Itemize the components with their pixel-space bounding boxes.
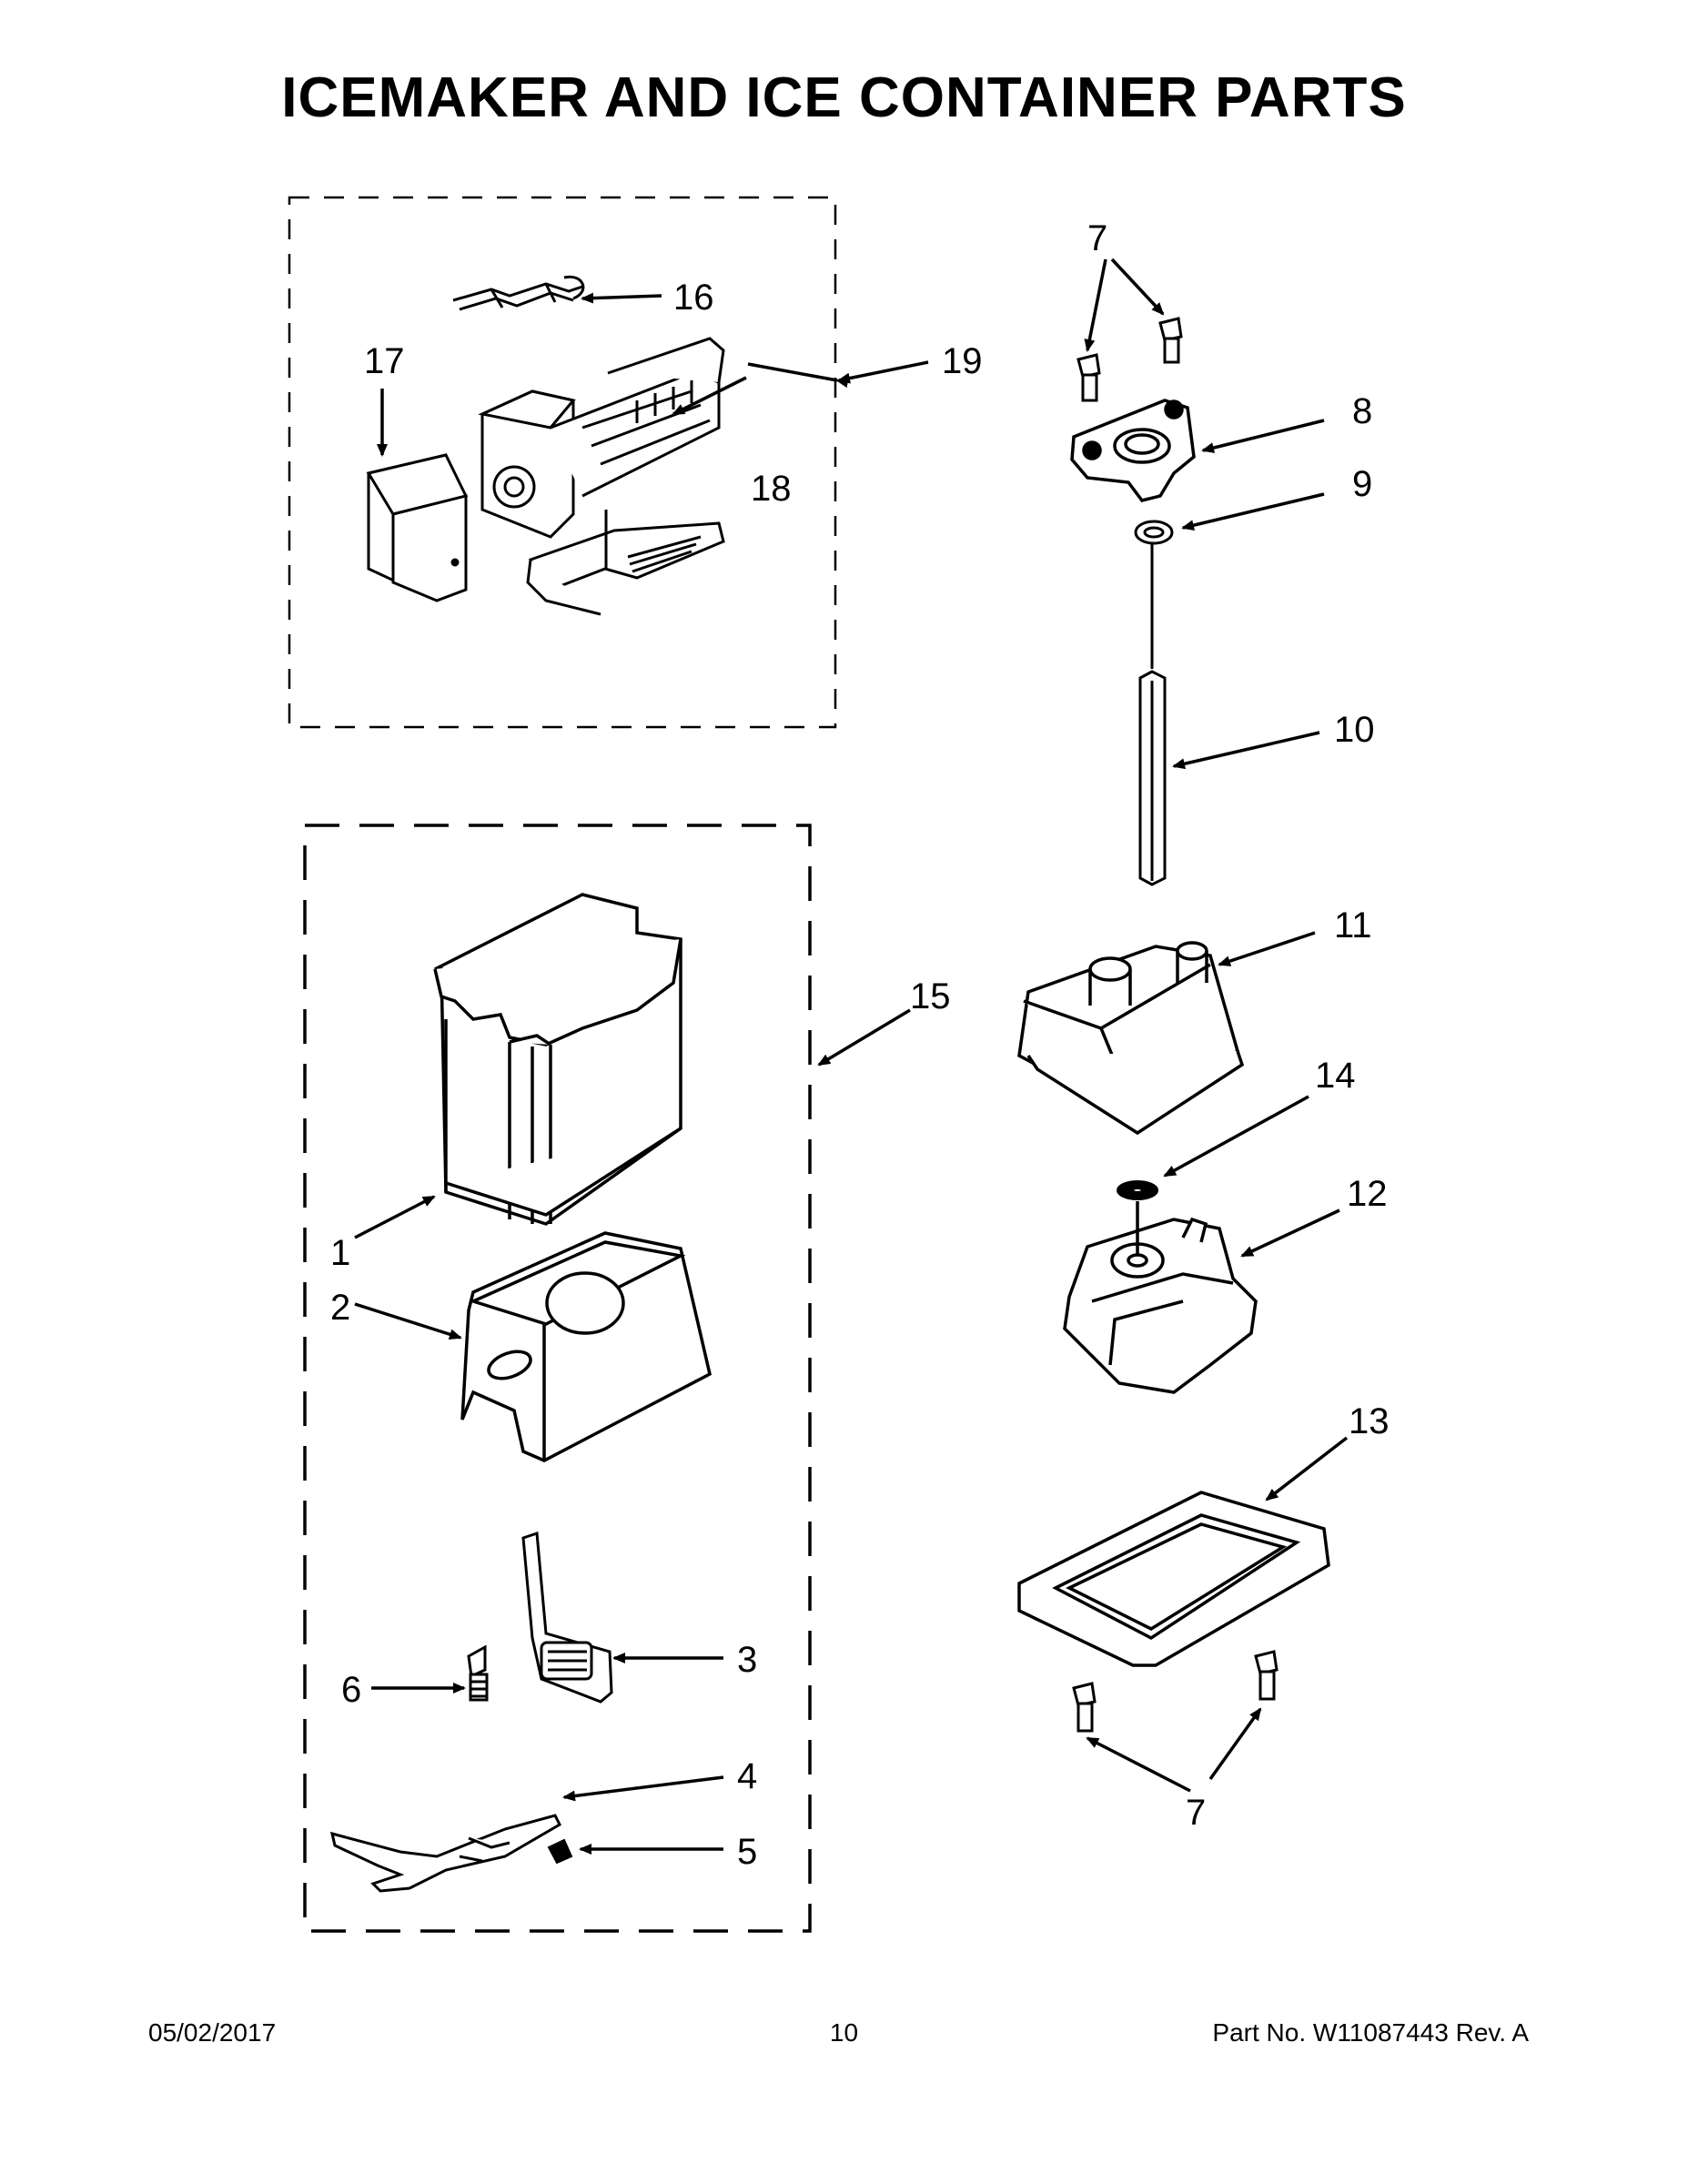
mounting-shield-part: [526, 510, 725, 616]
ice-bucket-part: [433, 893, 682, 1226]
icemaker-cover-part: [366, 453, 469, 602]
bucket-base-part: [460, 1231, 713, 1462]
callout-10: 10: [1334, 710, 1375, 750]
callout-1: 1: [330, 1233, 350, 1273]
callout-19: 19: [942, 341, 983, 381]
callout-12: 12: [1347, 1174, 1388, 1214]
shaft-part: [1138, 544, 1167, 886]
callout-4: 4: [737, 1756, 757, 1796]
callout-9: 9: [1352, 464, 1372, 504]
motor-part: [1063, 1201, 1258, 1394]
callout-2: 2: [330, 1288, 350, 1328]
small-washer-part: [1117, 1180, 1158, 1200]
deflector-part: [521, 1531, 613, 1704]
page-title: ICEMAKER AND ICE CONTAINER PARTS: [281, 66, 1407, 129]
callout-5: 5: [737, 1832, 757, 1872]
ice-container-group-box: [303, 824, 812, 1933]
footer-date: 05/02/2017: [148, 2018, 277, 2047]
callout-8: 8: [1352, 391, 1372, 431]
callout-14: 14: [1315, 1056, 1356, 1096]
callout-13: 13: [1349, 1401, 1390, 1441]
leader-arrows: [354, 258, 1349, 1855]
washer-part: [1134, 520, 1174, 545]
callout-6: 6: [341, 1670, 361, 1710]
spring-part: [547, 1838, 573, 1865]
footer-page-number: 10: [829, 2018, 859, 2047]
callout-11: 11: [1334, 905, 1372, 945]
screw-6-part: [467, 1644, 489, 1702]
lever-part: [329, 1814, 561, 1893]
icemaker-body-part: [478, 337, 725, 539]
gasket-plate-part: [1017, 1491, 1330, 1667]
callout-3: 3: [737, 1640, 757, 1680]
callout-16: 16: [673, 278, 714, 318]
motor-housing-part: [1017, 941, 1245, 1136]
callout-15: 15: [910, 976, 951, 1016]
icemaker-assembly-group-box: [288, 196, 837, 729]
bracket-plate-part: [1070, 399, 1196, 502]
callout-7-top: 7: [1087, 218, 1107, 258]
callout-18: 18: [751, 469, 792, 509]
wire-harness-part: [452, 275, 585, 311]
callout-17: 17: [364, 341, 405, 381]
screw-7-bottom-part: [1072, 1650, 1279, 1733]
screw-7-top-part: [1076, 317, 1183, 402]
footer-part-number: Part No. W11087443 Rev. A: [1212, 2018, 1529, 2047]
callout-7-bottom: 7: [1186, 1793, 1206, 1833]
